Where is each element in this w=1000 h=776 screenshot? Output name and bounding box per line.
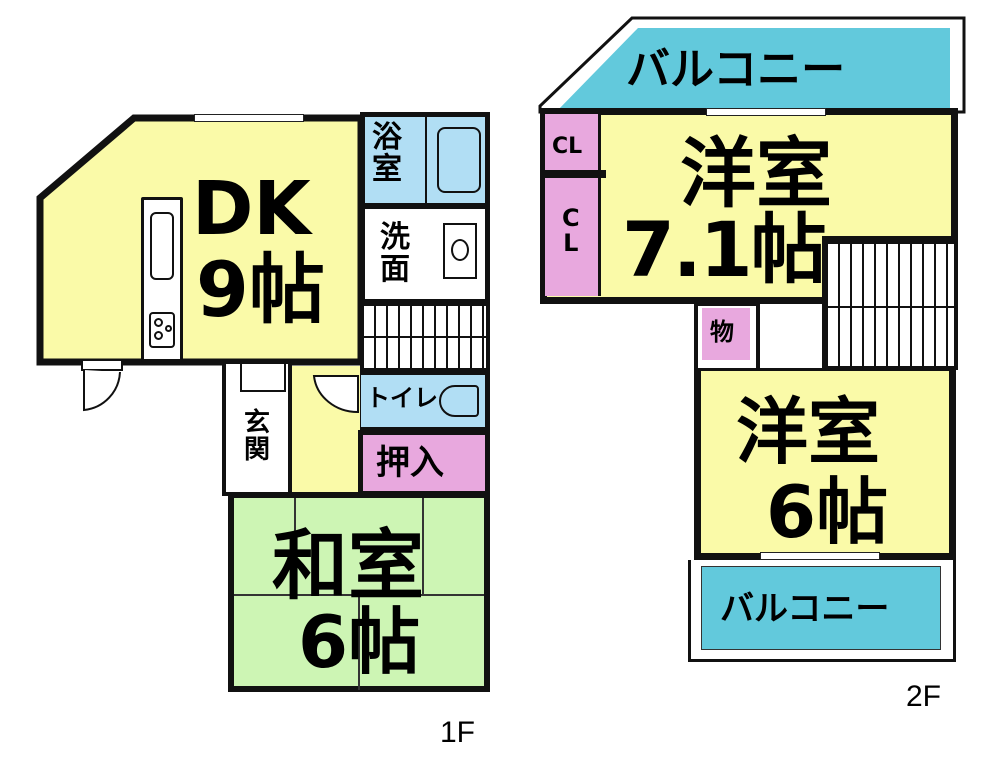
storage-label: 物 <box>710 318 734 346</box>
balcony-bottom-frame <box>688 560 956 662</box>
closet-top <box>545 114 601 174</box>
washbasin-icon <box>443 223 477 279</box>
bathroom-label: 浴室 <box>372 120 402 187</box>
washroom-label: 洗面 <box>380 220 410 287</box>
closet-top-label: CL <box>552 134 583 159</box>
dk-room-label: DK <box>192 166 311 252</box>
sink-icon <box>150 212 174 280</box>
window <box>194 114 304 122</box>
dk-room-shape <box>36 114 365 366</box>
closet-label: 押入 <box>376 443 444 483</box>
closet-side <box>545 178 601 296</box>
staircase-1f <box>360 302 490 372</box>
bathroom <box>360 112 490 208</box>
staircase-2f <box>822 236 958 370</box>
balcony-top-shape <box>538 16 966 114</box>
door-swing-icon <box>312 375 359 414</box>
window <box>706 108 826 116</box>
toilet-label: トイレ <box>366 384 438 412</box>
washroom <box>360 204 490 304</box>
floor-label-1f: 1F <box>440 716 476 749</box>
floor-label-2f: 2F <box>906 680 942 713</box>
toilet-bowl-icon <box>439 385 479 417</box>
western-room-b <box>694 368 956 560</box>
stove-icon <box>149 312 175 348</box>
window <box>760 552 880 560</box>
balcony-top-label: バルコニー <box>626 44 846 95</box>
balcony-bottom-label: バルコニー <box>720 589 890 629</box>
entrance-label: 玄関 <box>244 408 271 466</box>
japanese-room <box>228 492 490 692</box>
entry-door-icon <box>81 360 123 412</box>
western-room-a-label: 洋室 <box>680 129 832 218</box>
japanese-room-size: 6帖 <box>298 600 421 684</box>
kitchen-counter <box>141 197 183 362</box>
toilet <box>356 370 490 432</box>
wall <box>540 170 606 178</box>
japanese-room-label: 和室 <box>272 521 424 610</box>
western-room-b-label: 洋室 <box>736 390 881 474</box>
bathtub-icon <box>437 127 481 193</box>
western-room-a-size: 7.1帖 <box>622 205 827 294</box>
dk-room-size: 9帖 <box>196 245 325 334</box>
storage-area <box>694 302 760 372</box>
western-room-b-size: 6帖 <box>766 470 889 554</box>
